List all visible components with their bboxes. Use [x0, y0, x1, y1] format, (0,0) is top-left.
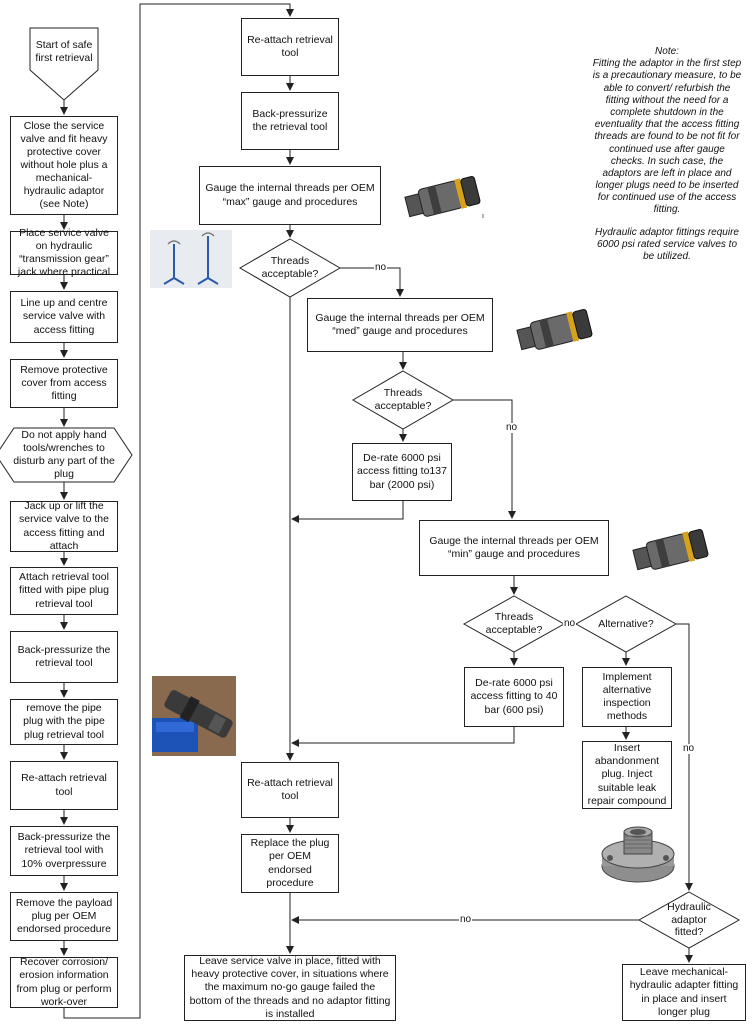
reattach-tool-bottom: Re-attach retrieval tool — [241, 762, 339, 818]
gauge-max-step: Gauge the internal threads per OEM “max”… — [199, 166, 381, 225]
insert-abandonment-step: Insert abandonment plug. Inject suitable… — [582, 741, 672, 809]
decision-threads-1: Threads acceptable? — [261, 255, 319, 280]
close-valve-step: Close the service valve and fit heavy pr… — [10, 116, 118, 215]
jack-stands-image — [150, 230, 232, 288]
line-up-step: Line up and centre service valve with ac… — [10, 291, 118, 343]
derate-40-step: De-rate 6000 psi access fitting to 40 ba… — [464, 667, 564, 727]
back-pressurize-10pct-step: Back-pressurize the retrieval tool with … — [10, 826, 118, 876]
recover-info-step: Recover corrosion/ erosion information f… — [10, 956, 118, 1008]
edge-label-no: no — [563, 618, 577, 629]
back-pressurize-top: Back-pressurize the retrieval tool — [241, 92, 339, 150]
place-valve-step: Place service valve on hydraulic “transm… — [10, 227, 118, 278]
gauge-tool-image: ı — [404, 176, 484, 220]
note-paragraph-2: Hydraulic adaptor fittings require 6000 … — [595, 226, 739, 262]
reattach-tool-step-1: Re-attach retrieval tool — [10, 761, 118, 810]
start-node: Start of safe first retrieval — [35, 39, 93, 64]
gauge-min-step: Gauge the internal threads per OEM “min”… — [419, 520, 609, 576]
decision-alternative: Alternative? — [598, 617, 654, 630]
implement-alt-step: Implement alternative inspection methods — [582, 667, 672, 727]
caution-shape — [0, 427, 133, 483]
note-paragraph-1: Fitting the adaptor in the first step is… — [592, 58, 742, 216]
pipe-plug-photo — [152, 676, 236, 756]
decision-threads-3: Threads acceptable? — [485, 611, 543, 636]
attach-tool-step: Attach retrieval tool fitted with pipe p… — [10, 567, 118, 615]
edge-label-no: no — [505, 422, 519, 433]
edge-label-no: no — [374, 262, 388, 273]
remove-pipe-plug-step: remove the pipe plug with the pipe plug … — [10, 699, 118, 745]
gauge-tool-image — [632, 529, 709, 571]
back-pressurize-step-1: Back-pressurize the retrieval tool — [10, 631, 118, 683]
adaptor-fitting-image — [601, 826, 675, 883]
remove-payload-plug-step: Remove the payload plug per OEM endorsed… — [10, 892, 118, 941]
leave-valve-step: Leave service valve in place, fitted wit… — [184, 955, 396, 1021]
replace-plug-step: Replace the plug per OEM endorsed proced… — [241, 834, 339, 893]
caution-node: Do not apply hand tools/wrenches to dist… — [13, 429, 115, 480]
edge-label-no: no — [459, 914, 473, 925]
gauge-med-step: Gauge the internal threads per OEM “med”… — [307, 298, 493, 352]
start-shape — [29, 27, 99, 101]
note-heading: Note: — [655, 46, 679, 57]
derate-137-step: De-rate 6000 psi access fitting to137 ba… — [352, 443, 452, 501]
svg-text:ı: ı — [482, 213, 484, 220]
note-panel: Note: Fitting the adaptor in the first s… — [592, 46, 742, 273]
leave-adapter-step: Leave mechanical-hydraulic adapter fitti… — [622, 964, 746, 1021]
edge-label-no: no — [682, 743, 696, 754]
decision-threads-2: Threads acceptable? — [374, 387, 432, 412]
decision-hydraulic: Hydraulic adaptor fitted? — [667, 900, 711, 939]
gauge-tool-image — [516, 309, 593, 351]
reattach-tool-top: Re-attach retrieval tool — [241, 18, 339, 76]
jack-up-step: Jack up or lift the service valve to the… — [10, 500, 118, 552]
remove-cover-step: Remove protective cover from access fitt… — [10, 359, 118, 408]
